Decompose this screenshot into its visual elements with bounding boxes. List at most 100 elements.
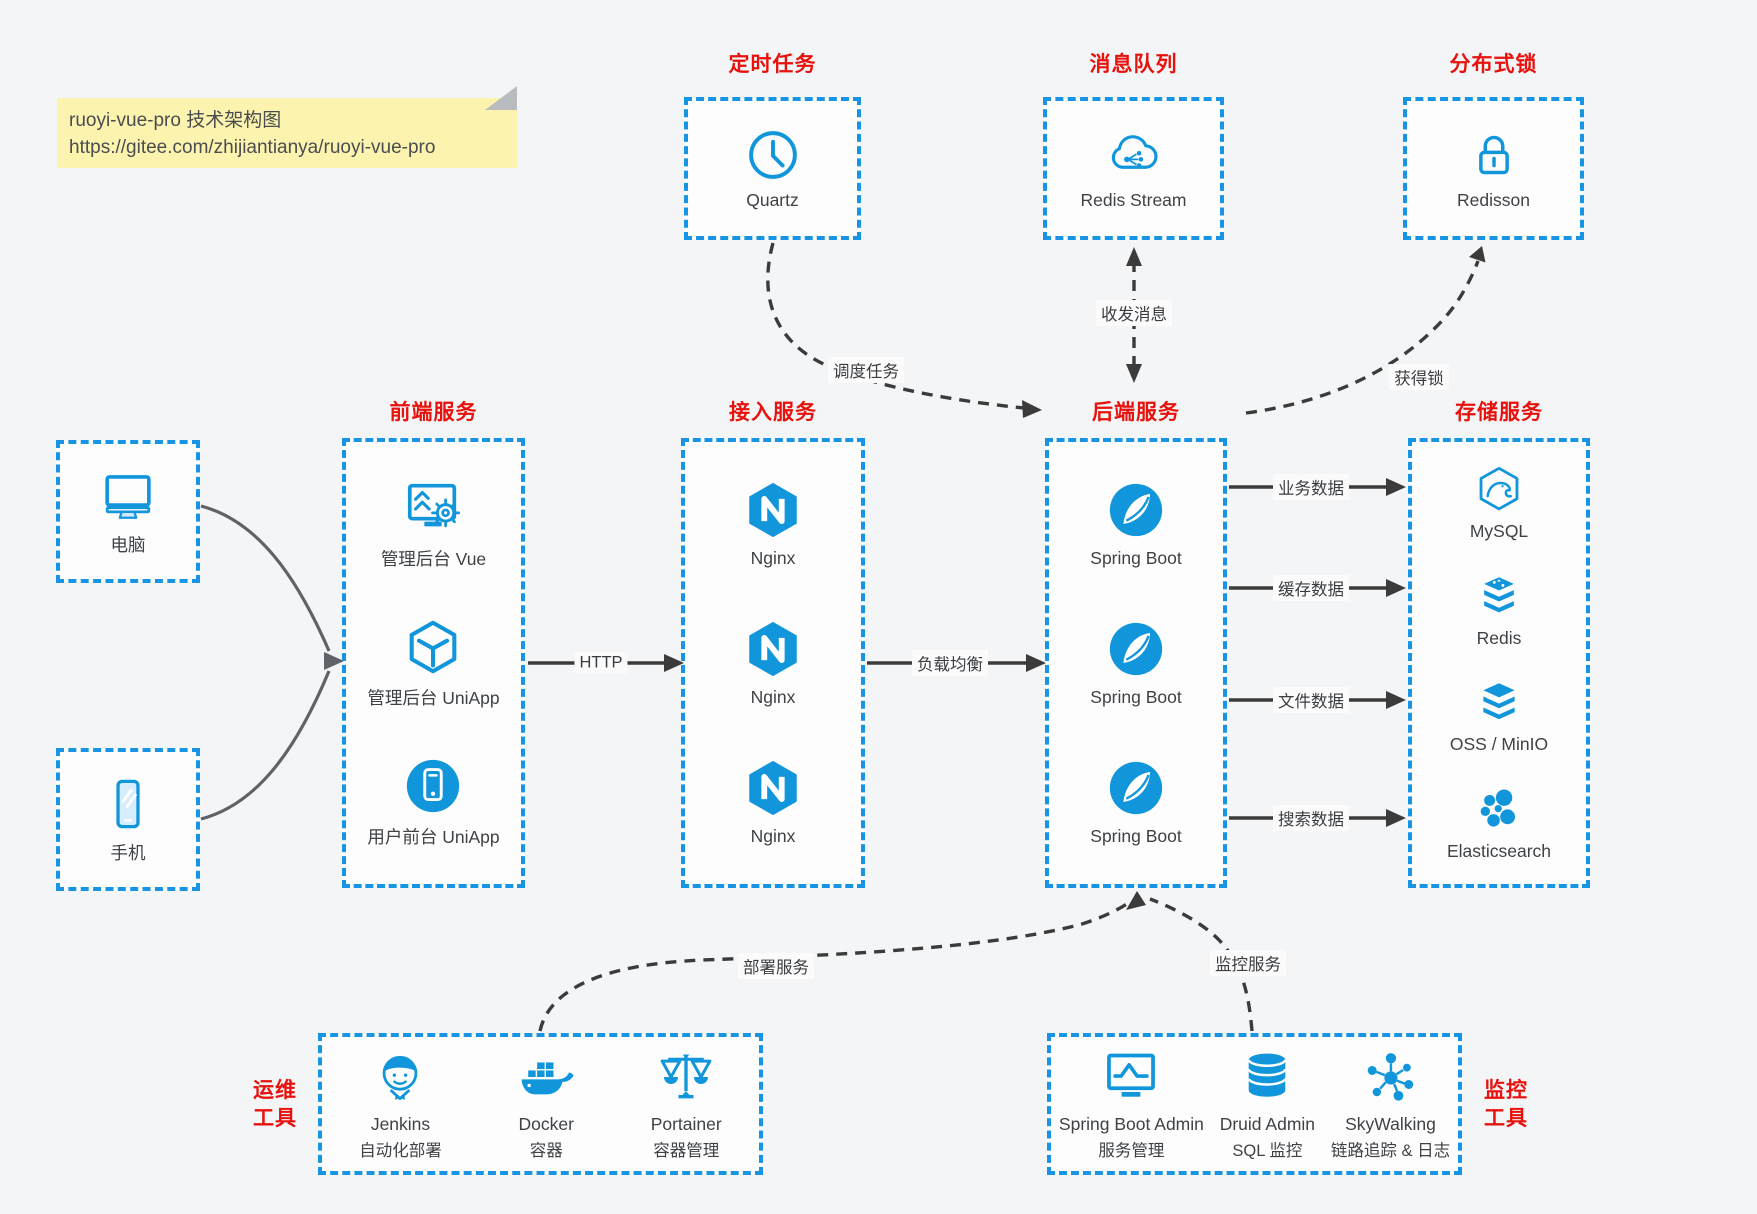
edge-acquire-lock-arrowhead xyxy=(1469,246,1486,263)
edge-label-file-data: 文件数据 xyxy=(1273,687,1349,713)
portainer-icon xyxy=(660,1054,712,1099)
node-pc: 电脑 xyxy=(99,467,157,557)
nginx-icon xyxy=(749,621,797,677)
edge-message-arrowhead-down xyxy=(1126,364,1142,383)
topology-icon xyxy=(1368,1053,1414,1101)
node-label: OSS / MinIO xyxy=(1449,734,1549,755)
clock-icon xyxy=(748,130,797,179)
group-box-monitoring: Spring Boot Admin 服务管理 Druid Admin SQL 监… xyxy=(1047,1033,1462,1175)
node-label: Druid Admin xyxy=(1219,1114,1316,1134)
edge-acquire-lock-path xyxy=(1245,260,1480,415)
node-label: Docker xyxy=(518,1114,574,1134)
node-label: 管理后台 Vue xyxy=(380,548,487,569)
docker-icon xyxy=(521,1062,574,1095)
edge-label-cache-data: 缓存数据 xyxy=(1273,575,1349,601)
mobile-icon xyxy=(116,779,140,828)
node-redisson: Redisson xyxy=(1457,127,1530,211)
node-portainer: Portainer 容器管理 xyxy=(651,1047,722,1161)
edge-cache-data-arrowhead xyxy=(1386,579,1406,597)
node-admin-vue: 管理后台 Vue xyxy=(381,477,486,571)
node-label: Spring Boot xyxy=(1090,826,1182,847)
node-redis: Redis xyxy=(1474,571,1524,649)
mysql-icon xyxy=(1479,467,1519,511)
group-title-devops-line2: 工具 xyxy=(253,1107,297,1130)
node-nginx-3: Nginx xyxy=(742,757,804,847)
node-label: Nginx xyxy=(750,547,796,568)
group-box-gateway: Nginx Nginx Nginx xyxy=(681,438,865,888)
node-sublabel: 自动化部署 xyxy=(359,1142,442,1160)
node-label: Nginx xyxy=(750,826,796,847)
edge-schedule-task-arrowhead xyxy=(1022,400,1042,418)
edge-mobile-client-path xyxy=(200,670,331,821)
node-label: Spring Boot xyxy=(1090,686,1182,707)
edge-label-monitor-service: 监控服务 xyxy=(1210,950,1286,976)
node-label: MySQL xyxy=(1469,521,1529,542)
edge-label-send-receive-message: 收发消息 xyxy=(1096,300,1172,326)
elasticsearch-icon xyxy=(1480,789,1515,827)
nginx-icon xyxy=(749,761,797,816)
group-title-monitoring: 监控 工具 xyxy=(1477,1077,1535,1133)
node-springboot-1: Spring Boot xyxy=(1090,479,1182,569)
node-docker: Docker 容器 xyxy=(516,1047,576,1161)
group-title-backend: 后端服务 xyxy=(1092,401,1180,424)
node-jenkins: Jenkins 自动化部署 xyxy=(359,1047,442,1161)
spring-icon xyxy=(1109,483,1163,536)
node-label: Redis xyxy=(1476,627,1522,648)
edge-label-load-balance: 负载均衡 xyxy=(912,650,988,676)
group-title-frontend: 前端服务 xyxy=(389,401,478,424)
group-title-devops: 运维 工具 xyxy=(246,1077,304,1133)
node-label: Quartz xyxy=(746,189,799,210)
database-icon xyxy=(1247,1053,1287,1097)
node-label: Nginx xyxy=(750,686,796,707)
group-title-scheduled-task: 定时任务 xyxy=(728,53,817,76)
node-user-uniapp: 用户前台 UniApp xyxy=(367,755,500,849)
group-box-mobile-client: 手机 xyxy=(56,748,200,891)
node-label: Redisson xyxy=(1457,189,1530,210)
mobile-app-icon xyxy=(407,760,460,813)
node-label: 用户前台 UniApp xyxy=(367,827,500,848)
note-fold-corner xyxy=(485,86,517,110)
edge-label-http: HTTP xyxy=(574,652,628,674)
nginx-icon xyxy=(749,482,797,537)
redis-icon xyxy=(1484,577,1514,613)
group-box-storage: MySQL Redis xyxy=(1408,438,1590,888)
node-springboot-3: Spring Boot xyxy=(1090,757,1182,847)
node-mobile: 手机 xyxy=(99,775,157,865)
node-label: Portainer xyxy=(650,1114,722,1134)
monitor-chart-icon xyxy=(1107,1053,1156,1097)
group-box-frontend: 管理后台 Vue 管理后台 UniApp 用户前台 UniApp xyxy=(342,438,525,888)
jenkins-icon xyxy=(383,1055,418,1100)
node-label: 手机 xyxy=(110,842,146,863)
node-quartz: Quartz xyxy=(745,127,801,211)
node-oss-minio: OSS / MinIO xyxy=(1450,677,1548,755)
group-title-monitoring-line2: 工具 xyxy=(1484,1107,1528,1130)
edge-pc-client-path xyxy=(200,504,331,652)
group-box-backend: Spring Boot Spring Boot Spring Boot xyxy=(1045,438,1227,888)
oss-icon xyxy=(1483,683,1515,720)
node-label: Spring Boot Admin xyxy=(1058,1114,1204,1134)
note-url[interactable]: https://gitee.com/zhijiantianya/ruoyi-vu… xyxy=(69,137,436,158)
group-title-gateway: 接入服务 xyxy=(729,401,817,424)
group-title-message-queue: 消息队列 xyxy=(1089,53,1178,76)
group-box-devops: Jenkins 自动化部署 Docker 容器 xyxy=(318,1033,763,1175)
group-box-pc-client: 电脑 xyxy=(56,440,200,583)
group-title-storage: 存储服务 xyxy=(1455,401,1543,424)
group-box-scheduled-task: Quartz xyxy=(684,97,861,240)
group-title-devops-line1: 运维 xyxy=(253,1079,297,1102)
edge-deploy-arrowhead xyxy=(1126,891,1146,910)
group-box-message-queue: Redis Stream xyxy=(1043,97,1224,240)
node-redis-stream: Redis Stream xyxy=(1080,127,1187,211)
lock-icon xyxy=(1478,135,1509,174)
node-sublabel: 容器管理 xyxy=(653,1142,720,1160)
edge-label-deploy-service: 部署服务 xyxy=(738,953,814,979)
node-label: Redis Stream xyxy=(1080,189,1187,210)
node-druid-admin: Druid Admin SQL 监控 xyxy=(1220,1047,1315,1161)
node-label: 电脑 xyxy=(110,534,146,555)
edge-search-data-arrowhead xyxy=(1386,809,1406,827)
node-sublabel: 容器 xyxy=(529,1142,563,1160)
spring-icon xyxy=(1109,762,1163,815)
edge-business-data-arrowhead xyxy=(1386,478,1406,496)
node-elasticsearch: Elasticsearch xyxy=(1447,784,1551,862)
spring-icon xyxy=(1109,622,1163,676)
